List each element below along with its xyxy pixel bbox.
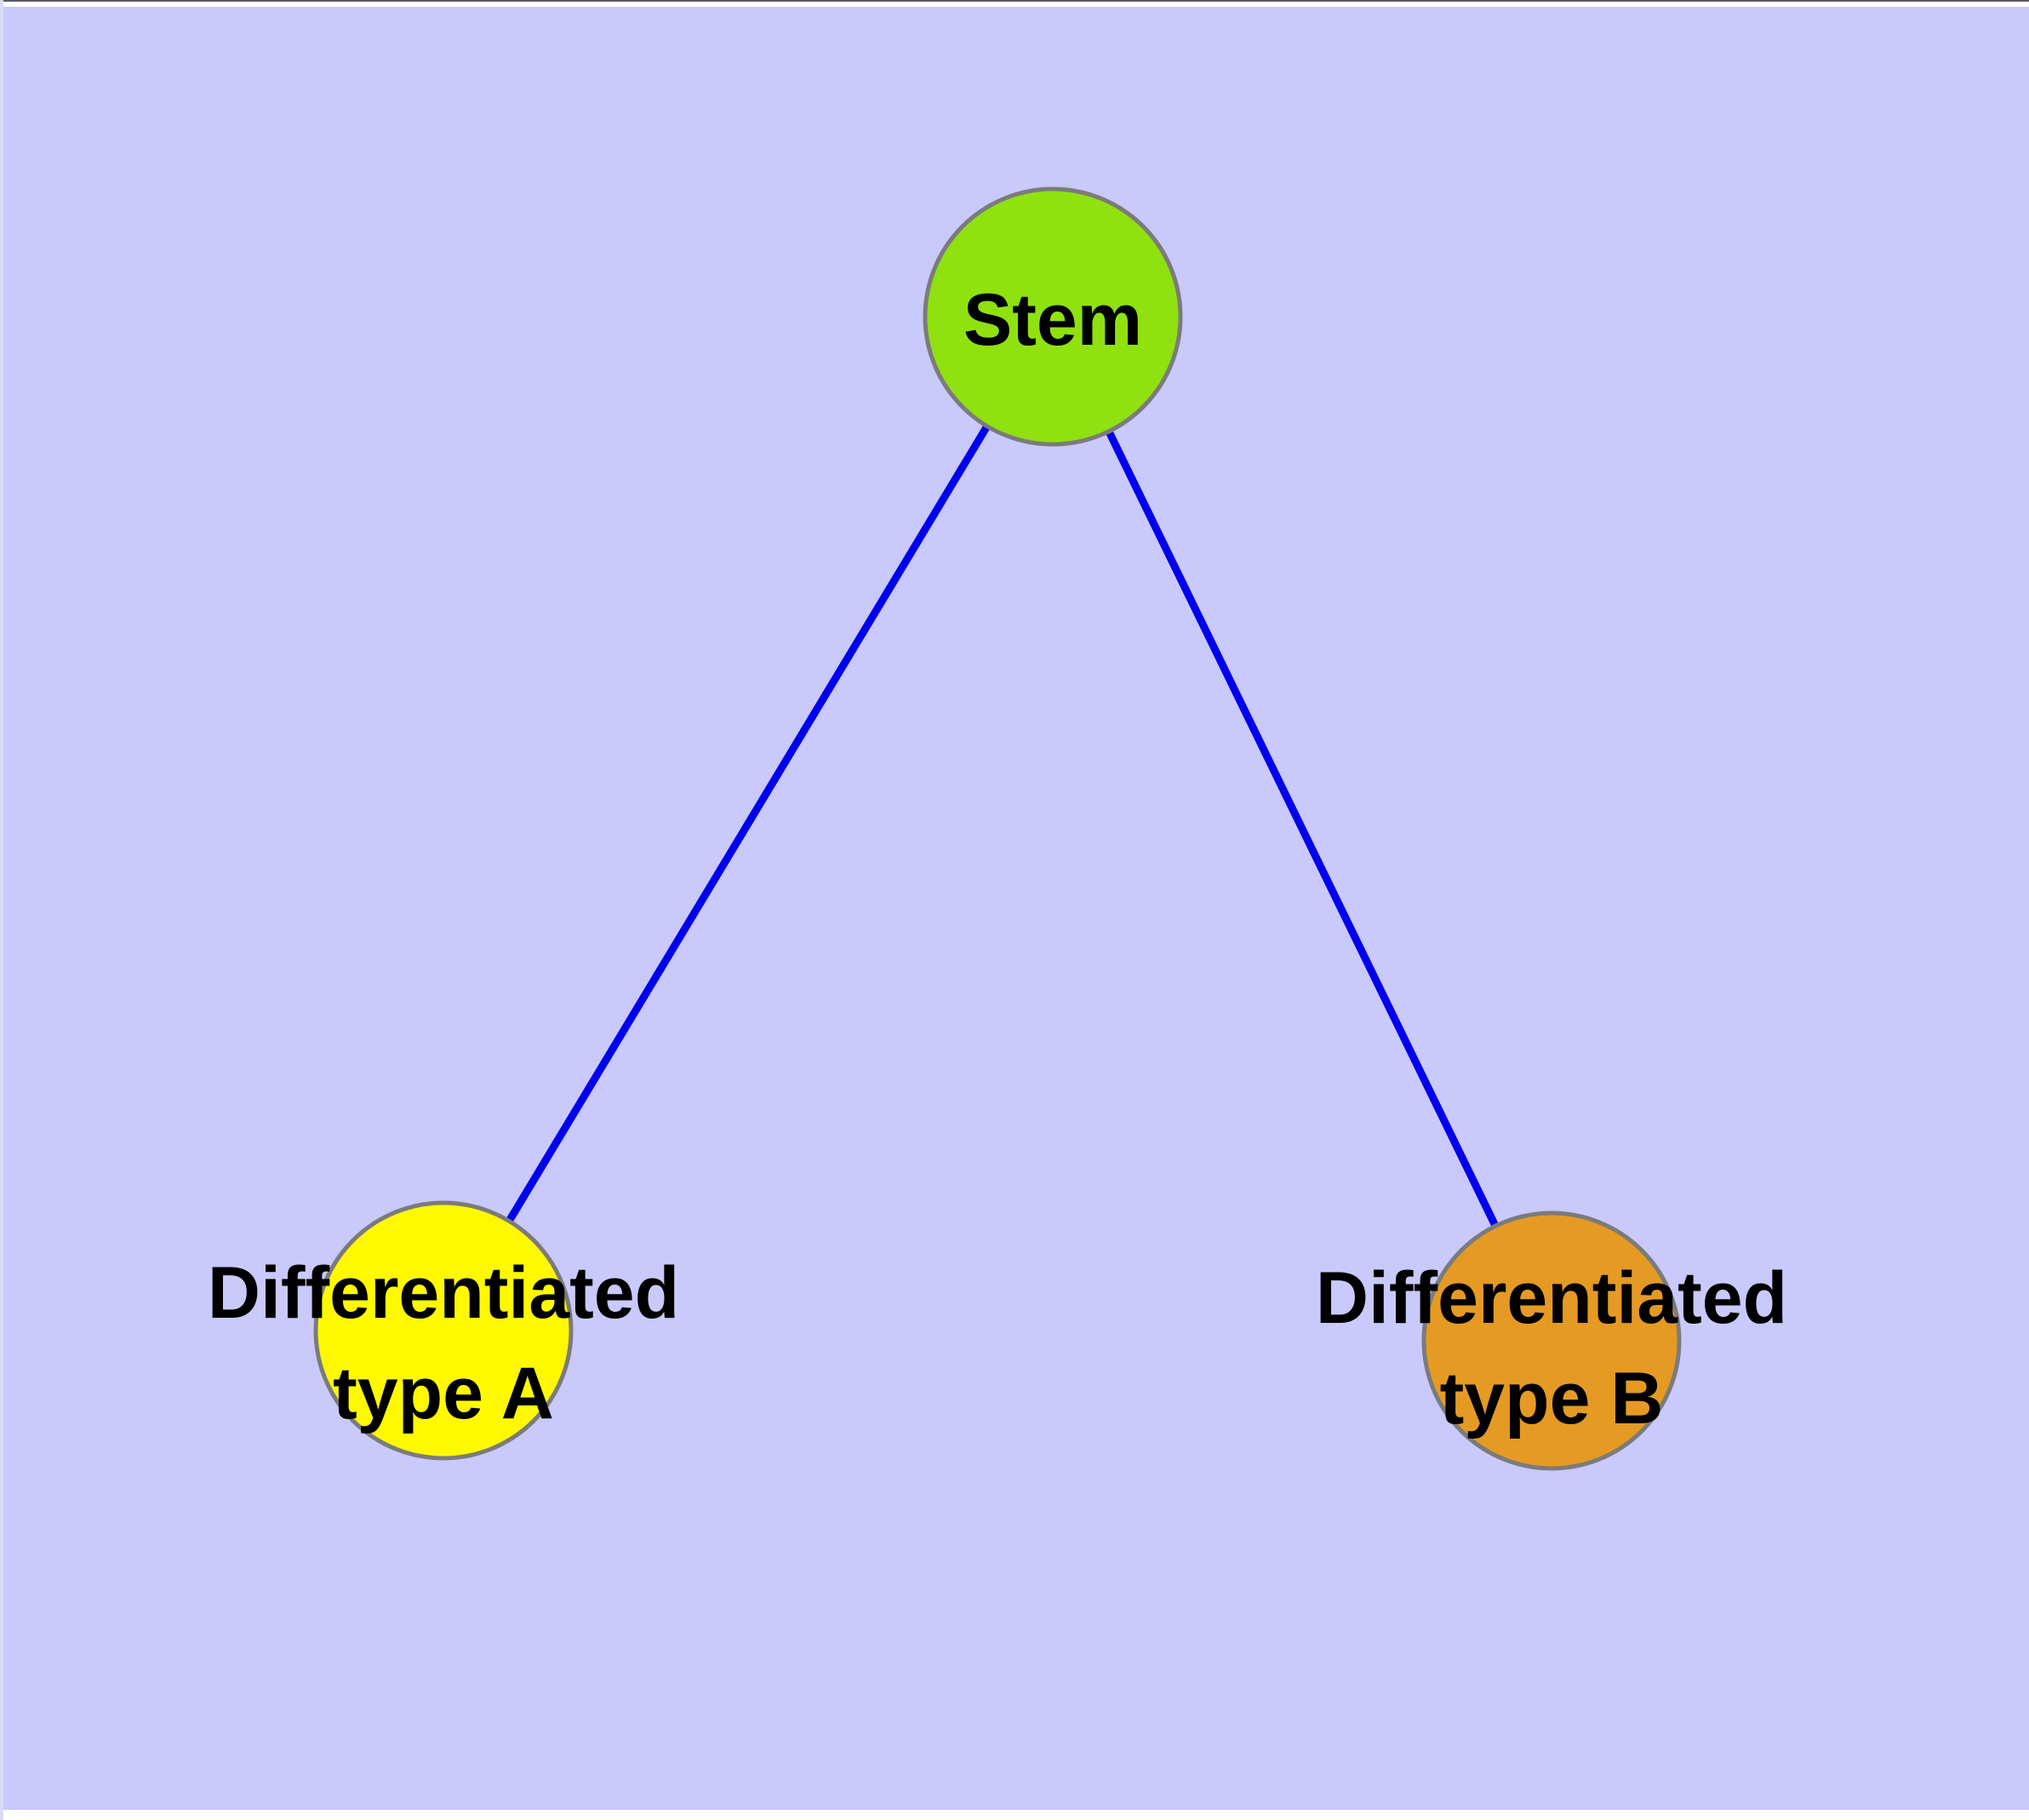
node-labels: Stem Differentiated type A Differentiate… xyxy=(208,279,1787,1439)
window-edge-bottom-strip xyxy=(0,1810,2029,1820)
edges xyxy=(506,425,1499,1226)
node-differentiated-type-a[interactable] xyxy=(313,1200,574,1461)
node-type-a-label-line1: Differentiated xyxy=(208,1252,679,1334)
node-stem[interactable] xyxy=(923,186,1183,447)
node-differentiated-type-b[interactable] xyxy=(1421,1210,1682,1471)
nodes xyxy=(313,186,1682,1471)
node-type-b-label-line2: type B xyxy=(1440,1358,1664,1439)
node-type-a-label-line2: type A xyxy=(333,1353,554,1434)
edge-stem-to-type-a xyxy=(506,425,990,1222)
edge-stem-to-type-b xyxy=(1106,432,1499,1226)
window-edge-top-strip xyxy=(0,0,2029,7)
window-edge-top-hairline xyxy=(0,0,2029,2)
node-stem-label: Stem xyxy=(963,279,1142,361)
node-type-b-label-line1: Differentiated xyxy=(1316,1257,1787,1339)
window-edge-left-strip xyxy=(0,0,3,1820)
